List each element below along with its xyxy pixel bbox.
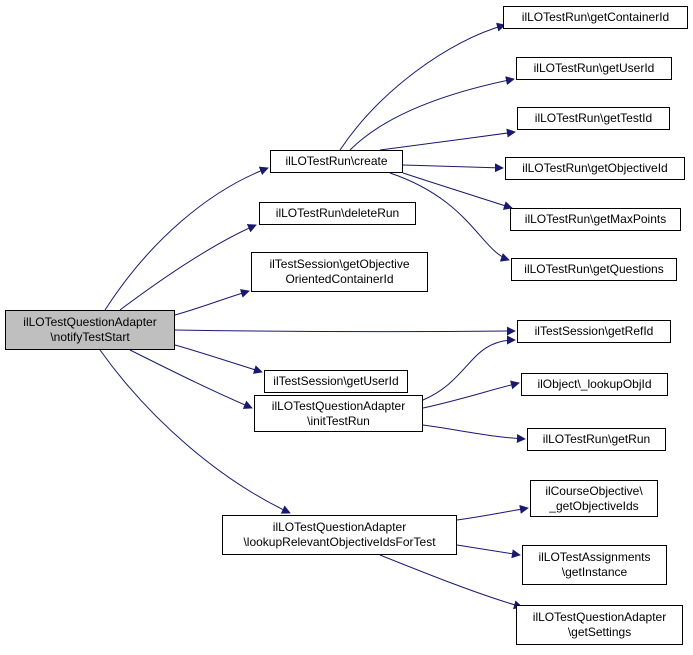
node-get-run[interactable]: ilLOTestRun\getRun xyxy=(527,428,666,451)
node-get-instance[interactable]: ilLOTestAssignments\getInstance xyxy=(522,545,667,585)
node-label-line: OrientedContainerId xyxy=(285,272,394,286)
node-label-line: ilLOTestRun\getObjectiveId xyxy=(522,161,668,175)
edge-notify-test-start-to-create xyxy=(104,166,269,311)
node-notify-test-start: ilLOTestQuestionAdapter\notifyTestStart xyxy=(5,310,175,350)
node-label-line: \initTestRun xyxy=(307,413,370,428)
node-label-line: ilLOTestRun\getRun xyxy=(542,432,651,446)
edge-notify-test-start-to-session-get-user-id xyxy=(174,344,263,374)
node-label-line: ilLOTestRun\deleteRun xyxy=(275,206,400,220)
edge-notify-test-start-to-get-objective-oriented-container-id xyxy=(174,289,250,316)
node-label-line: ilLOTestQuestionAdapter xyxy=(271,398,406,413)
node-label-line: ilLOTestAssignments xyxy=(538,550,651,564)
edge-lookup-relevant-objective-ids-to-get-objective-ids xyxy=(456,504,529,521)
node-label-line: \getSettings xyxy=(567,625,632,639)
node-label-line: ilTestSession\getRefId xyxy=(534,324,654,338)
edge-init-test-run-to-get-run xyxy=(422,424,526,444)
node-label-line: ilTestSession\getUserId xyxy=(273,374,399,388)
node-get-container-id[interactable]: ilLOTestRun\getContainerId xyxy=(503,6,688,29)
node-get-objective-id[interactable]: ilLOTestRun\getObjectiveId xyxy=(505,157,685,180)
edge-create-to-get-max-points xyxy=(402,172,513,210)
node-label-line: ilLOTestRun\getQuestions xyxy=(524,262,664,276)
node-create[interactable]: ilLOTestRun\create xyxy=(270,150,403,173)
node-get-ref-id[interactable]: ilTestSession\getRefId xyxy=(517,320,671,343)
edge-lookup-relevant-objective-ids-to-get-instance xyxy=(456,544,521,559)
node-label-line: ilLOTestQuestionAdapter xyxy=(532,610,667,624)
node-label-line: ilLOTestRun\getTestId xyxy=(534,111,653,125)
node-label-line: \getInstance xyxy=(561,565,628,579)
node-label-line: ilObject\_lookupObjId xyxy=(537,377,652,391)
node-label-line: _getObjectiveIds xyxy=(549,498,639,513)
node-label-line: ilCourseObjective\ xyxy=(545,483,643,498)
node-get-objective-ids[interactable]: ilCourseObjective\_getObjectiveIds xyxy=(530,480,658,517)
edge-create-to-get-test-id xyxy=(379,128,516,151)
edge-notify-test-start-to-lookup-relevant-objective-ids xyxy=(99,349,291,514)
edge-notify-test-start-to-get-ref-id xyxy=(174,326,516,336)
node-lookup-obj-id[interactable]: ilObject\_lookupObjId xyxy=(521,373,668,396)
node-run-get-user-id[interactable]: ilLOTestRun\getUserId xyxy=(516,57,672,80)
node-lookup-relevant-objective-ids[interactable]: ilLOTestQuestionAdapter\lookupRelevantOb… xyxy=(222,515,457,555)
node-get-settings[interactable]: ilLOTestQuestionAdapter\getSettings xyxy=(516,605,683,645)
node-label-line: ilLOTestRun\getMaxPoints xyxy=(524,212,667,226)
node-label-line: ilLOTestRun\create xyxy=(285,154,388,168)
edge-create-to-get-objective-id xyxy=(402,163,504,173)
node-session-get-user-id[interactable]: ilTestSession\getUserId xyxy=(264,370,408,393)
node-label-line: \lookupRelevantObjectiveIdsForTest xyxy=(243,535,436,549)
edge-init-test-run-to-lookup-obj-id xyxy=(422,380,520,409)
node-label-line: ilTestSession\getObjective xyxy=(269,257,410,271)
edge-create-to-run-get-user-id xyxy=(349,76,515,151)
edge-notify-test-start-to-init-test-run xyxy=(129,349,253,409)
node-delete-run[interactable]: ilLOTestRun\deleteRun xyxy=(259,202,416,225)
edge-lookup-relevant-objective-ids-to-get-settings xyxy=(379,554,523,610)
node-get-max-points[interactable]: ilLOTestRun\getMaxPoints xyxy=(510,208,681,231)
edge-init-test-run-to-get-ref-id xyxy=(422,335,516,401)
node-label-line: ilLOTestRun\getContainerId xyxy=(521,10,670,24)
node-get-questions[interactable]: ilLOTestRun\getQuestions xyxy=(511,258,677,281)
node-label-line: ilLOTestQuestionAdapter xyxy=(272,520,407,534)
node-label-line: ilLOTestQuestionAdapter xyxy=(23,315,157,329)
edge-notify-test-start-to-delete-run xyxy=(119,224,257,311)
node-label-line: \notifyTestStart xyxy=(50,330,130,344)
node-label-line: ilLOTestRun\getUserId xyxy=(533,61,655,75)
edge-create-to-get-container-id xyxy=(339,22,506,151)
edge-create-to-get-questions xyxy=(389,172,510,262)
node-init-test-run[interactable]: ilLOTestQuestionAdapter\initTestRun xyxy=(254,395,423,432)
node-get-test-id[interactable]: ilLOTestRun\getTestId xyxy=(517,107,670,130)
